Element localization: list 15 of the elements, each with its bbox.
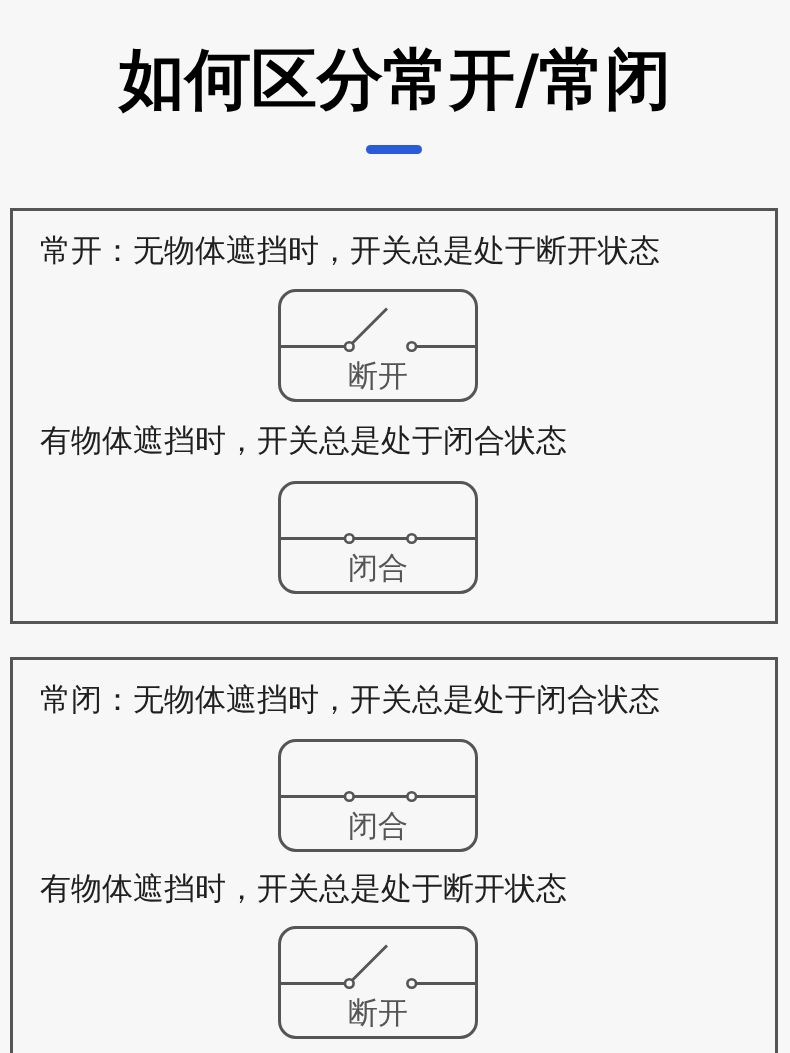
description-text: 有物体遮挡时，开关总是处于闭合状态 bbox=[40, 422, 567, 460]
description-text: 常开：无物体遮挡时，开关总是处于断开状态 bbox=[40, 232, 660, 270]
state-label: 闭合 bbox=[348, 550, 408, 586]
switch-box bbox=[278, 481, 478, 594]
switch-box bbox=[278, 289, 478, 402]
state-label: 断开 bbox=[348, 358, 408, 394]
panel bbox=[10, 208, 778, 624]
description-text: 常闭：无物体遮挡时，开关总是处于闭合状态 bbox=[40, 681, 660, 719]
description-text: 有物体遮挡时，开关总是处于断开状态 bbox=[40, 870, 567, 908]
state-label: 断开 bbox=[348, 995, 408, 1031]
switch-box bbox=[278, 926, 478, 1039]
switch-box bbox=[278, 739, 478, 852]
state-label: 闭合 bbox=[348, 808, 408, 844]
title: 如何区分常开/常闭 bbox=[118, 40, 672, 120]
panel bbox=[10, 657, 778, 1053]
